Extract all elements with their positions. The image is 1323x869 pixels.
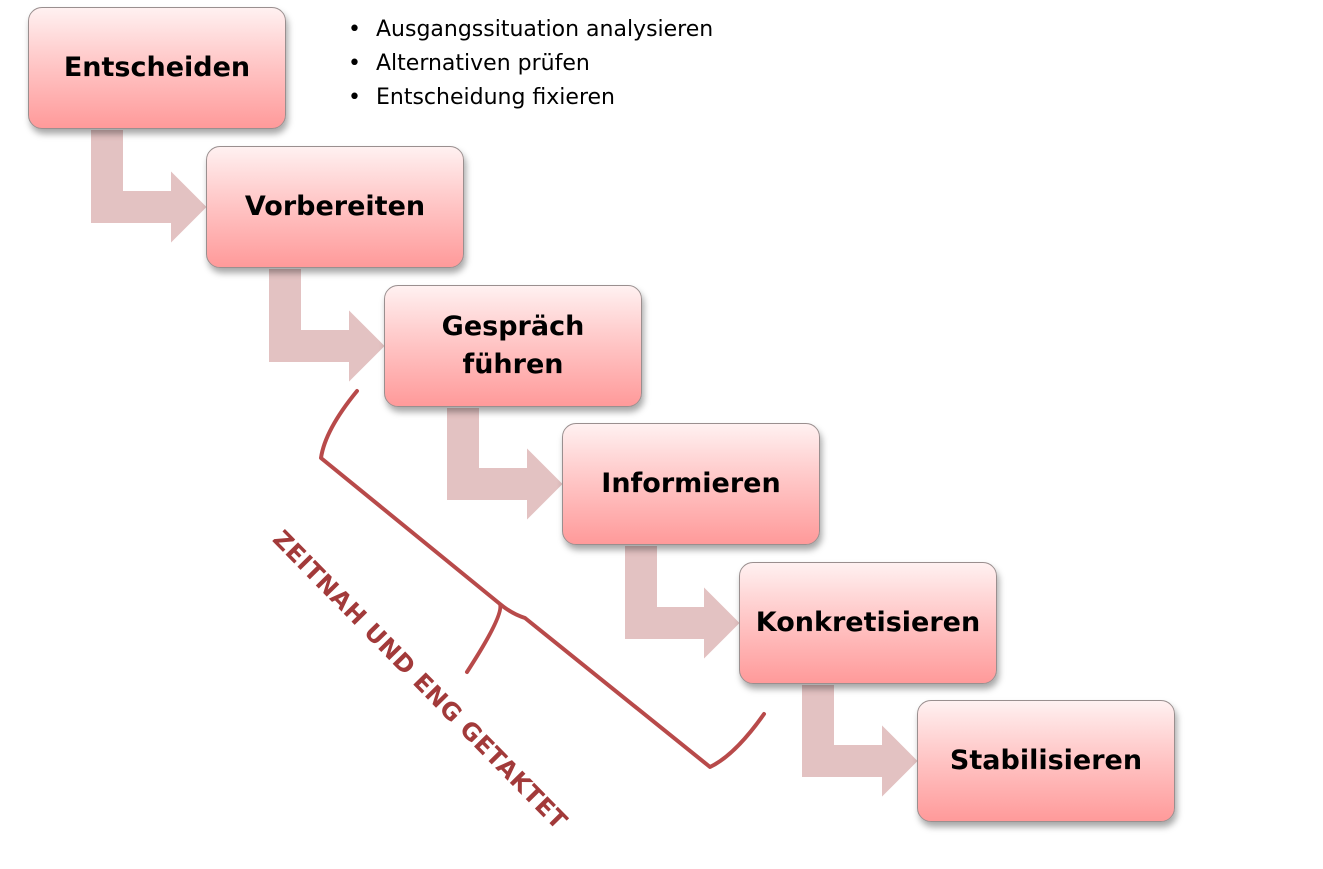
step-label-vorbereiten: Vorbereiten (244, 191, 426, 222)
step-label-konkretisieren: Konkretisieren (755, 607, 981, 638)
step-label-line-1: Gespräch (441, 311, 585, 342)
bullet-list: Ausgangssituation analysieren Alternativ… (346, 13, 713, 115)
bullet-item: Alternativen prüfen (346, 47, 713, 81)
step-box-gespraech-fuehren: Gespräch führen (384, 285, 642, 407)
bullet-item: Entscheidung fixieren (346, 81, 713, 115)
step-label-informieren: Informieren (601, 468, 781, 499)
connector-arrow (267, 267, 388, 387)
connector-arrow (800, 683, 921, 802)
connector-arrow (445, 406, 566, 525)
step-box-stabilisieren: Stabilisieren (917, 700, 1175, 822)
step-label-line-2: führen (462, 349, 564, 380)
step-label-gespraech-fuehren: Gespräch führen (442, 308, 585, 384)
bullet-item: Ausgangssituation analysieren (346, 13, 713, 47)
step-box-informieren: Informieren (562, 423, 820, 545)
step-label-entscheiden: Entscheiden (63, 52, 251, 83)
connector-arrow (623, 544, 743, 664)
step-box-konkretisieren: Konkretisieren (739, 562, 997, 684)
curly-brace-path (319, 389, 766, 769)
step-box-entscheiden: Entscheiden (28, 7, 286, 129)
step-box-vorbereiten: Vorbereiten (206, 146, 464, 268)
connector-arrow (89, 128, 210, 248)
step-label-stabilisieren: Stabilisieren (949, 745, 1143, 776)
